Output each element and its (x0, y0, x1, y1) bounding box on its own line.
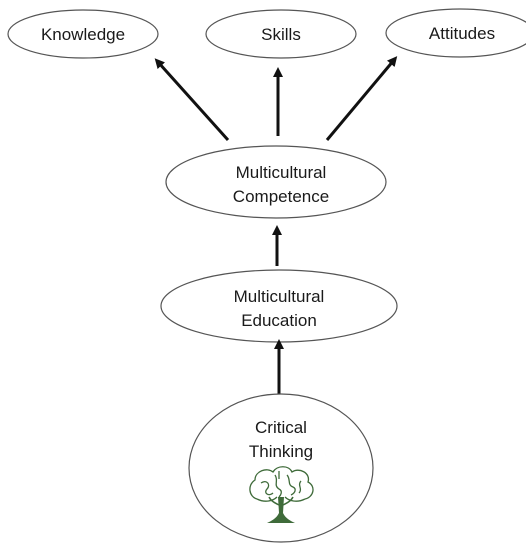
node-critical: Critical Thinking (188, 393, 374, 543)
education-line2: Education (241, 311, 317, 330)
education-ellipse (160, 269, 398, 343)
knowledge-ellipse (7, 9, 159, 59)
node-knowledge: Knowledge (7, 9, 159, 59)
skills-ellipse (205, 9, 357, 59)
edge-competence-attitudes (325, 56, 398, 141)
critical-line1: Critical (255, 418, 307, 437)
edge-competence-knowledge (154, 58, 230, 142)
competence-line1: Multicultural (236, 163, 327, 182)
attitudes-label: Attitudes (429, 24, 495, 43)
competence-ellipse (165, 145, 387, 219)
brain-tree-icon (249, 466, 314, 523)
competence-line2: Competence (233, 187, 329, 206)
knowledge-label: Knowledge (41, 25, 125, 44)
skills-label: Skills (261, 25, 301, 44)
attitudes-ellipse (385, 8, 526, 58)
node-competence: Multicultural Competence (165, 145, 387, 219)
node-attitudes: Attitudes (385, 8, 526, 58)
node-education: Multicultural Education (160, 269, 398, 343)
education-line1: Multicultural (234, 287, 325, 306)
critical-line2: Thinking (249, 442, 313, 461)
critical-circle (188, 393, 374, 543)
node-skills: Skills (205, 9, 357, 59)
